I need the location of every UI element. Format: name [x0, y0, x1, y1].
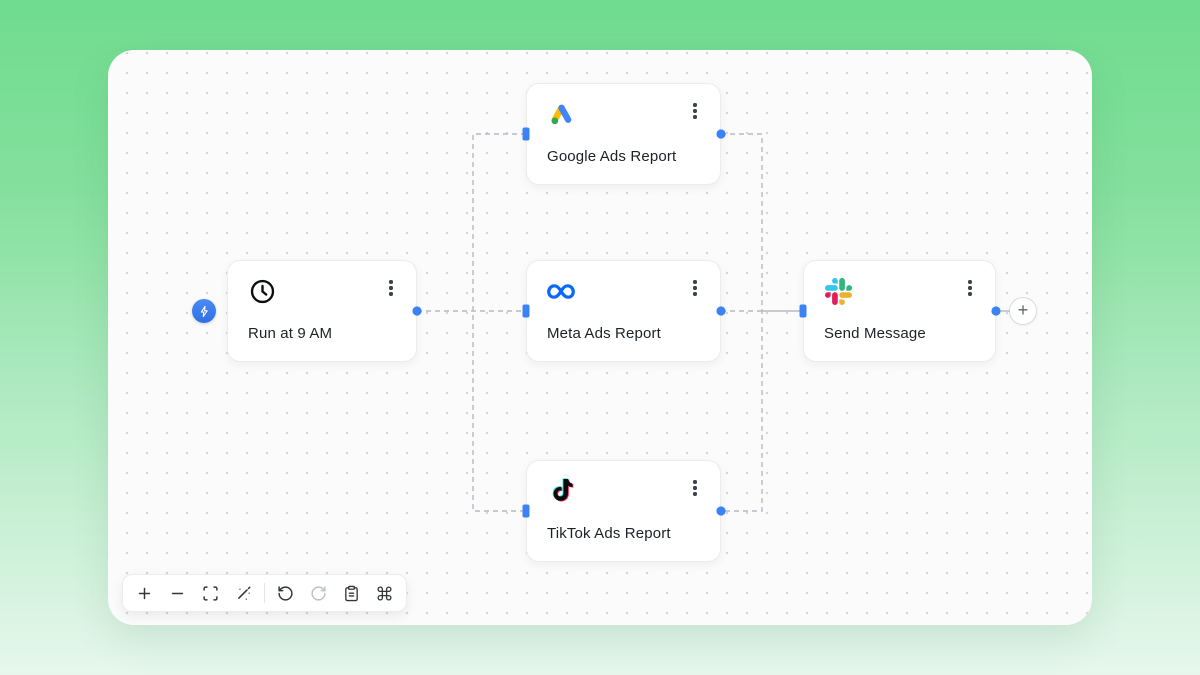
- lightning-zap-badge: [192, 299, 216, 323]
- clipboard-button[interactable]: [335, 578, 368, 608]
- minus-icon: [171, 592, 184, 594]
- clipboard-icon: [345, 585, 358, 601]
- toolbar-divider: [264, 583, 265, 603]
- tiktok-icon: [547, 477, 575, 505]
- node-label: Run at 9 AM: [248, 325, 333, 342]
- node-menu-button[interactable]: [685, 99, 705, 123]
- google-ads-icon: [547, 100, 575, 128]
- clock-icon: [248, 277, 276, 305]
- node-label: TikTok Ads Report: [547, 525, 671, 542]
- meta-icon: [547, 277, 575, 305]
- keyboard-shortcuts-button[interactable]: [368, 578, 401, 608]
- node-label: Send Message: [824, 325, 926, 342]
- zoom-in-button[interactable]: [128, 578, 161, 608]
- ai-wand-button[interactable]: [227, 578, 260, 608]
- fit-view-button[interactable]: [194, 578, 227, 608]
- node-menu-button[interactable]: [960, 276, 980, 300]
- node-label: Meta Ads Report: [547, 325, 661, 342]
- add-node-button[interactable]: +: [1009, 297, 1037, 325]
- canvas-toolbar: [122, 574, 407, 612]
- undo-button[interactable]: [269, 578, 302, 608]
- fit-view-icon: [203, 585, 218, 601]
- node-google-ads[interactable]: Google Ads Report: [526, 83, 721, 185]
- node-label: Google Ads Report: [547, 148, 677, 165]
- wand-sparkles-icon: [238, 585, 251, 600]
- redo-icon: [311, 585, 326, 601]
- zoom-out-button[interactable]: [161, 578, 194, 608]
- node-menu-button[interactable]: [381, 276, 401, 300]
- lightning-bolt-icon: [200, 305, 208, 317]
- redo-button[interactable]: [302, 578, 335, 608]
- slack-icon: [824, 277, 852, 305]
- command-icon: [377, 585, 392, 601]
- node-menu-button[interactable]: [685, 476, 705, 500]
- node-menu-button[interactable]: [685, 276, 705, 300]
- node-tiktok-ads[interactable]: TikTok Ads Report: [526, 460, 721, 562]
- node-slack-send-message[interactable]: Send Message: [803, 260, 996, 362]
- plus-icon: [138, 587, 151, 599]
- node-trigger[interactable]: Run at 9 AM: [227, 260, 417, 362]
- undo-icon: [278, 585, 293, 601]
- node-meta-ads[interactable]: Meta Ads Report: [526, 260, 721, 362]
- workflow-canvas[interactable]: Run at 9 AM Google Ads Report Meta Ads R…: [108, 50, 1092, 625]
